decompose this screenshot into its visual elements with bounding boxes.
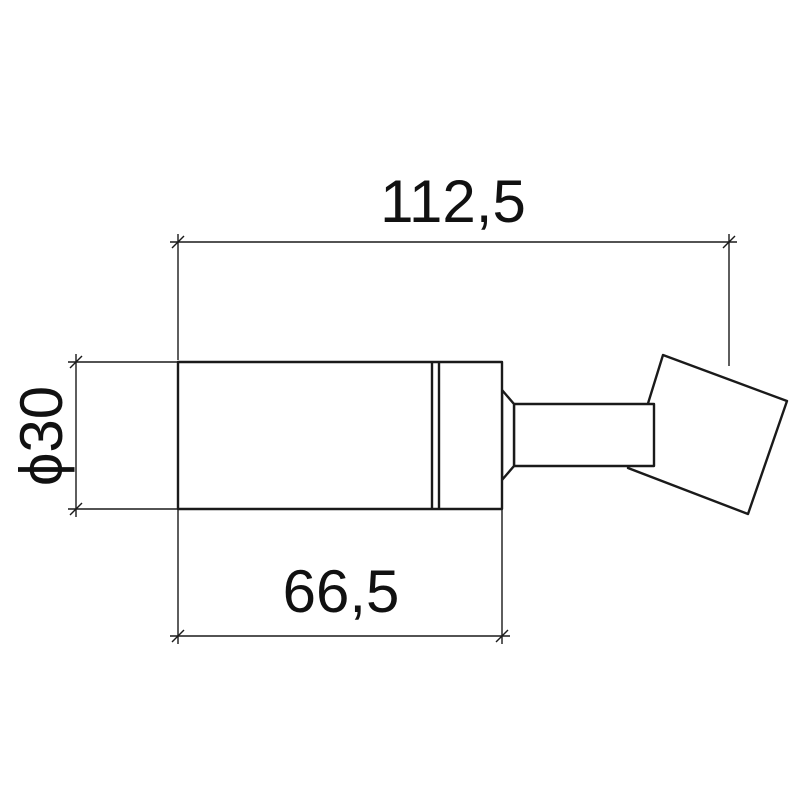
spotlight-part [176,353,789,516]
body-right-tick [495,629,509,643]
diameter-top-tick [69,355,83,369]
diameter-bottom-tick [69,502,83,516]
overall-right-tick [722,235,736,249]
body-length-label: 66,5 [283,558,400,625]
diameter-label: ϕ30 [8,386,75,486]
lamp-body [176,360,504,511]
diameter-dimension: ϕ30 [8,354,178,517]
body-length-dimension: 66,5 [170,510,510,644]
lamp-neck [500,388,516,482]
lamp-arm [512,402,656,468]
body-left-tick [171,629,185,643]
overall-length-dimension: 112,5 [170,168,737,366]
overall-left-tick [171,235,185,249]
overall-length-label: 112,5 [380,168,526,235]
